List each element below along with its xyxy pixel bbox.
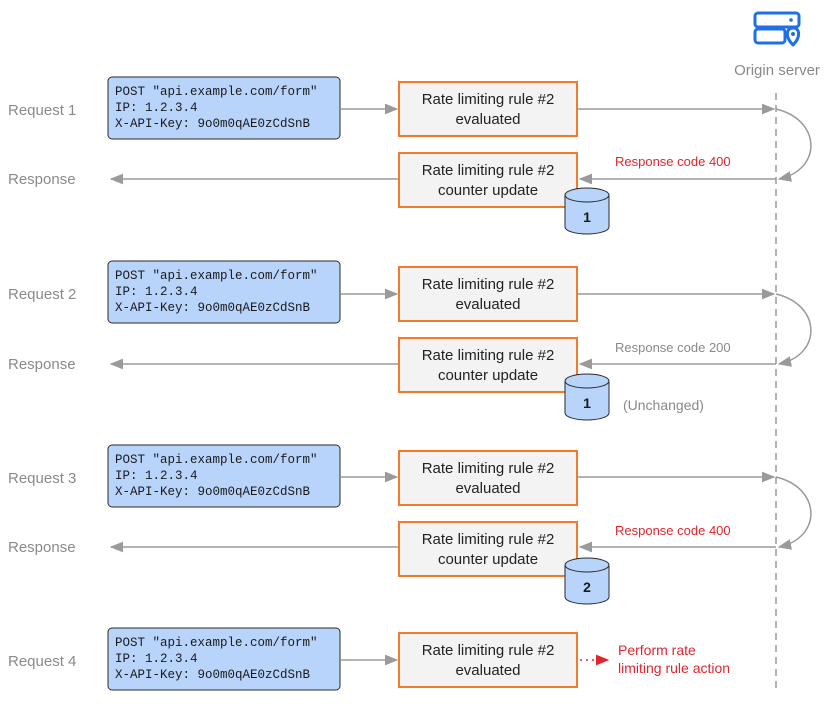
rule-eval-line-2: evaluated: [455, 111, 520, 128]
response-code: Response code 400: [615, 523, 731, 538]
counter-database-icon: [564, 373, 610, 421]
rule-update-line-2: counter update: [438, 551, 538, 568]
rule-counter-update-box: [398, 152, 578, 208]
counter-value: 2: [583, 579, 591, 595]
counter-value: 1: [583, 395, 591, 411]
request-line-1: POST "api.example.com/form": [115, 85, 318, 99]
response-label: Response: [8, 356, 76, 373]
server-location-icon: [753, 11, 801, 47]
request-label: Request 2: [8, 286, 76, 303]
request-line-3: X-API-Key: 9o0m0qAE0zCdSnB: [115, 117, 311, 131]
request-line-3: X-API-Key: 9o0m0qAE0zCdSnB: [115, 301, 311, 315]
request-line-2: IP: 1.2.3.4: [115, 101, 198, 115]
request-group-4: Request 4 POST "api.example.com/form" IP…: [8, 627, 730, 691]
request-group-2: Request 2 POST "api.example.com/form" IP…: [8, 260, 812, 421]
counter-database-icon: [564, 187, 610, 235]
request-label: Request 1: [8, 102, 76, 119]
rule-eval-line-2: evaluated: [455, 296, 520, 313]
request-group-3: Request 3 POST "api.example.com/form" IP…: [8, 444, 812, 605]
rule-update-line-1: Rate limiting rule #2: [422, 347, 555, 364]
request-line-1: POST "api.example.com/form": [115, 269, 318, 283]
rule-eval-line-1: Rate limiting rule #2: [422, 276, 555, 293]
rule-eval-line-2: evaluated: [455, 662, 520, 679]
rule-eval-line-1: Rate limiting rule #2: [422, 642, 555, 659]
rule-evaluated-box: [398, 81, 578, 137]
response-label: Response: [8, 539, 76, 556]
rule-evaluated-box: [398, 450, 578, 506]
rule-eval-line-1: Rate limiting rule #2: [422, 91, 555, 108]
rule-update-line-2: counter update: [438, 367, 538, 384]
rule-evaluated-box: [398, 632, 578, 688]
rule-eval-line-2: evaluated: [455, 480, 520, 497]
origin-loop-arrow: [775, 293, 812, 367]
response-code: Response code 400: [615, 154, 731, 169]
counter-database-icon: [564, 557, 610, 605]
rule-eval-line-1: Rate limiting rule #2: [422, 460, 555, 477]
request-line-1: POST "api.example.com/form": [115, 636, 318, 650]
rule-counter-update-box: [398, 337, 578, 393]
request-box: [107, 76, 341, 140]
request-label: Request 3: [8, 470, 76, 487]
request-line-1: POST "api.example.com/form": [115, 453, 318, 467]
rule-update-line-1: Rate limiting rule #2: [422, 162, 555, 179]
request-box: [107, 444, 341, 508]
request-line-2: IP: 1.2.3.4: [115, 469, 198, 483]
counter-note: (Unchanged): [623, 397, 704, 413]
request-line-2: IP: 1.2.3.4: [115, 285, 198, 299]
rule-counter-update-box: [398, 521, 578, 577]
action-line-2: limiting rule action: [618, 660, 730, 676]
request-line-2: IP: 1.2.3.4: [115, 652, 198, 666]
request-line-3: X-API-Key: 9o0m0qAE0zCdSnB: [115, 668, 311, 682]
origin-loop-arrow: [775, 108, 812, 182]
origin-server-label: Origin server: [734, 62, 820, 79]
request-box: [107, 627, 341, 691]
action-line-1: Perform rate: [618, 642, 696, 658]
request-line-3: X-API-Key: 9o0m0qAE0zCdSnB: [115, 485, 311, 499]
request-label: Request 4: [8, 653, 76, 670]
request-group-1: Request 1 POST "api.example.com/form" IP…: [8, 76, 812, 235]
request-box: [107, 260, 341, 324]
rule-evaluated-box: [398, 266, 578, 322]
origin-loop-arrow: [775, 476, 812, 550]
response-code: Response code 200: [615, 340, 731, 355]
rule-update-line-1: Rate limiting rule #2: [422, 531, 555, 548]
response-label: Response: [8, 171, 76, 188]
counter-value: 1: [583, 209, 591, 225]
rule-update-line-2: counter update: [438, 182, 538, 199]
